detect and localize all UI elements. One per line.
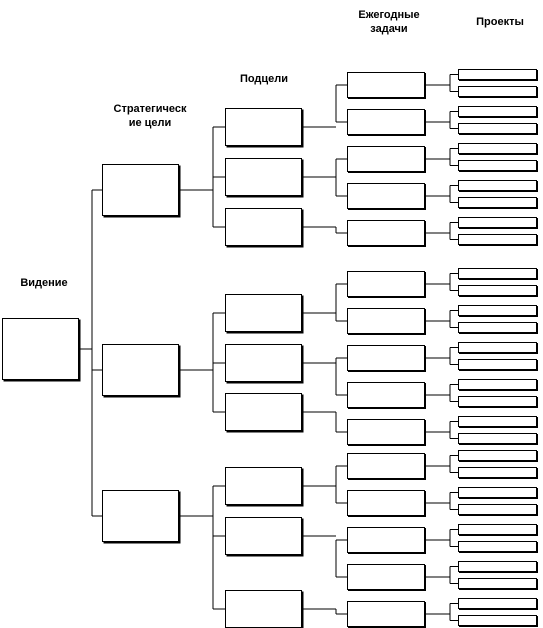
project-box [458,359,537,370]
annual-task-box [347,72,425,98]
header-projects: Проекты [476,16,524,28]
header-annual-tasks: Ежегодные задачи [344,8,434,36]
subgoal-box [225,344,302,382]
annual-task-box [347,109,425,135]
header-strategic-line2: ие цели [128,117,172,129]
project-box [458,342,537,353]
annual-task-box [347,308,425,334]
project-box [458,69,537,80]
project-box [458,322,537,333]
project-box [458,578,537,589]
subgoal-box [225,108,302,146]
project-box [458,467,537,478]
project-box [458,504,537,515]
header-annual-line2: задачи [370,23,408,35]
project-box [458,180,537,191]
subgoal-box [225,467,302,505]
project-box [458,106,537,117]
project-box [458,268,537,279]
strategic-goal-box [102,164,179,216]
project-box [458,433,537,444]
annual-task-box [347,382,425,408]
header-subgoals: Подцели [239,73,289,85]
project-box [458,450,537,461]
project-box [458,561,537,572]
strategic-goal-box [102,344,179,396]
header-annual-line1: Ежегодные [358,9,420,21]
subgoal-box [225,158,302,196]
annual-task-box [347,345,425,371]
project-box [458,285,537,296]
project-box [458,487,537,498]
strategic-goal-box [102,490,179,542]
annual-task-box [347,564,425,590]
header-strategic-goals: Стратегическ ие цели [100,102,200,130]
project-box [458,234,537,245]
project-box [458,86,537,97]
project-box [458,379,537,390]
header-strategic-line1: Стратегическ [113,103,187,115]
subgoal-box [225,517,302,555]
project-box [458,524,537,535]
header-vision: Видение [20,277,68,289]
subgoal-box [225,590,302,628]
project-box [458,143,537,154]
project-box [458,217,537,228]
annual-task-box [347,419,425,445]
project-box [458,123,537,134]
annual-task-box [347,527,425,553]
project-box [458,615,537,626]
project-box [458,396,537,407]
annual-task-box [347,220,425,246]
annual-task-box [347,490,425,516]
project-box [458,160,537,171]
vision-box [2,318,79,380]
annual-task-box [347,183,425,209]
subgoal-box [225,294,302,332]
project-box [458,541,537,552]
subgoal-box [225,208,302,246]
annual-task-box [347,271,425,297]
project-box [458,598,537,609]
annual-task-box [347,601,425,627]
annual-task-box [347,146,425,172]
project-box [458,305,537,316]
project-box [458,197,537,208]
project-box [458,416,537,427]
subgoal-box [225,393,302,431]
annual-task-box [347,453,425,479]
